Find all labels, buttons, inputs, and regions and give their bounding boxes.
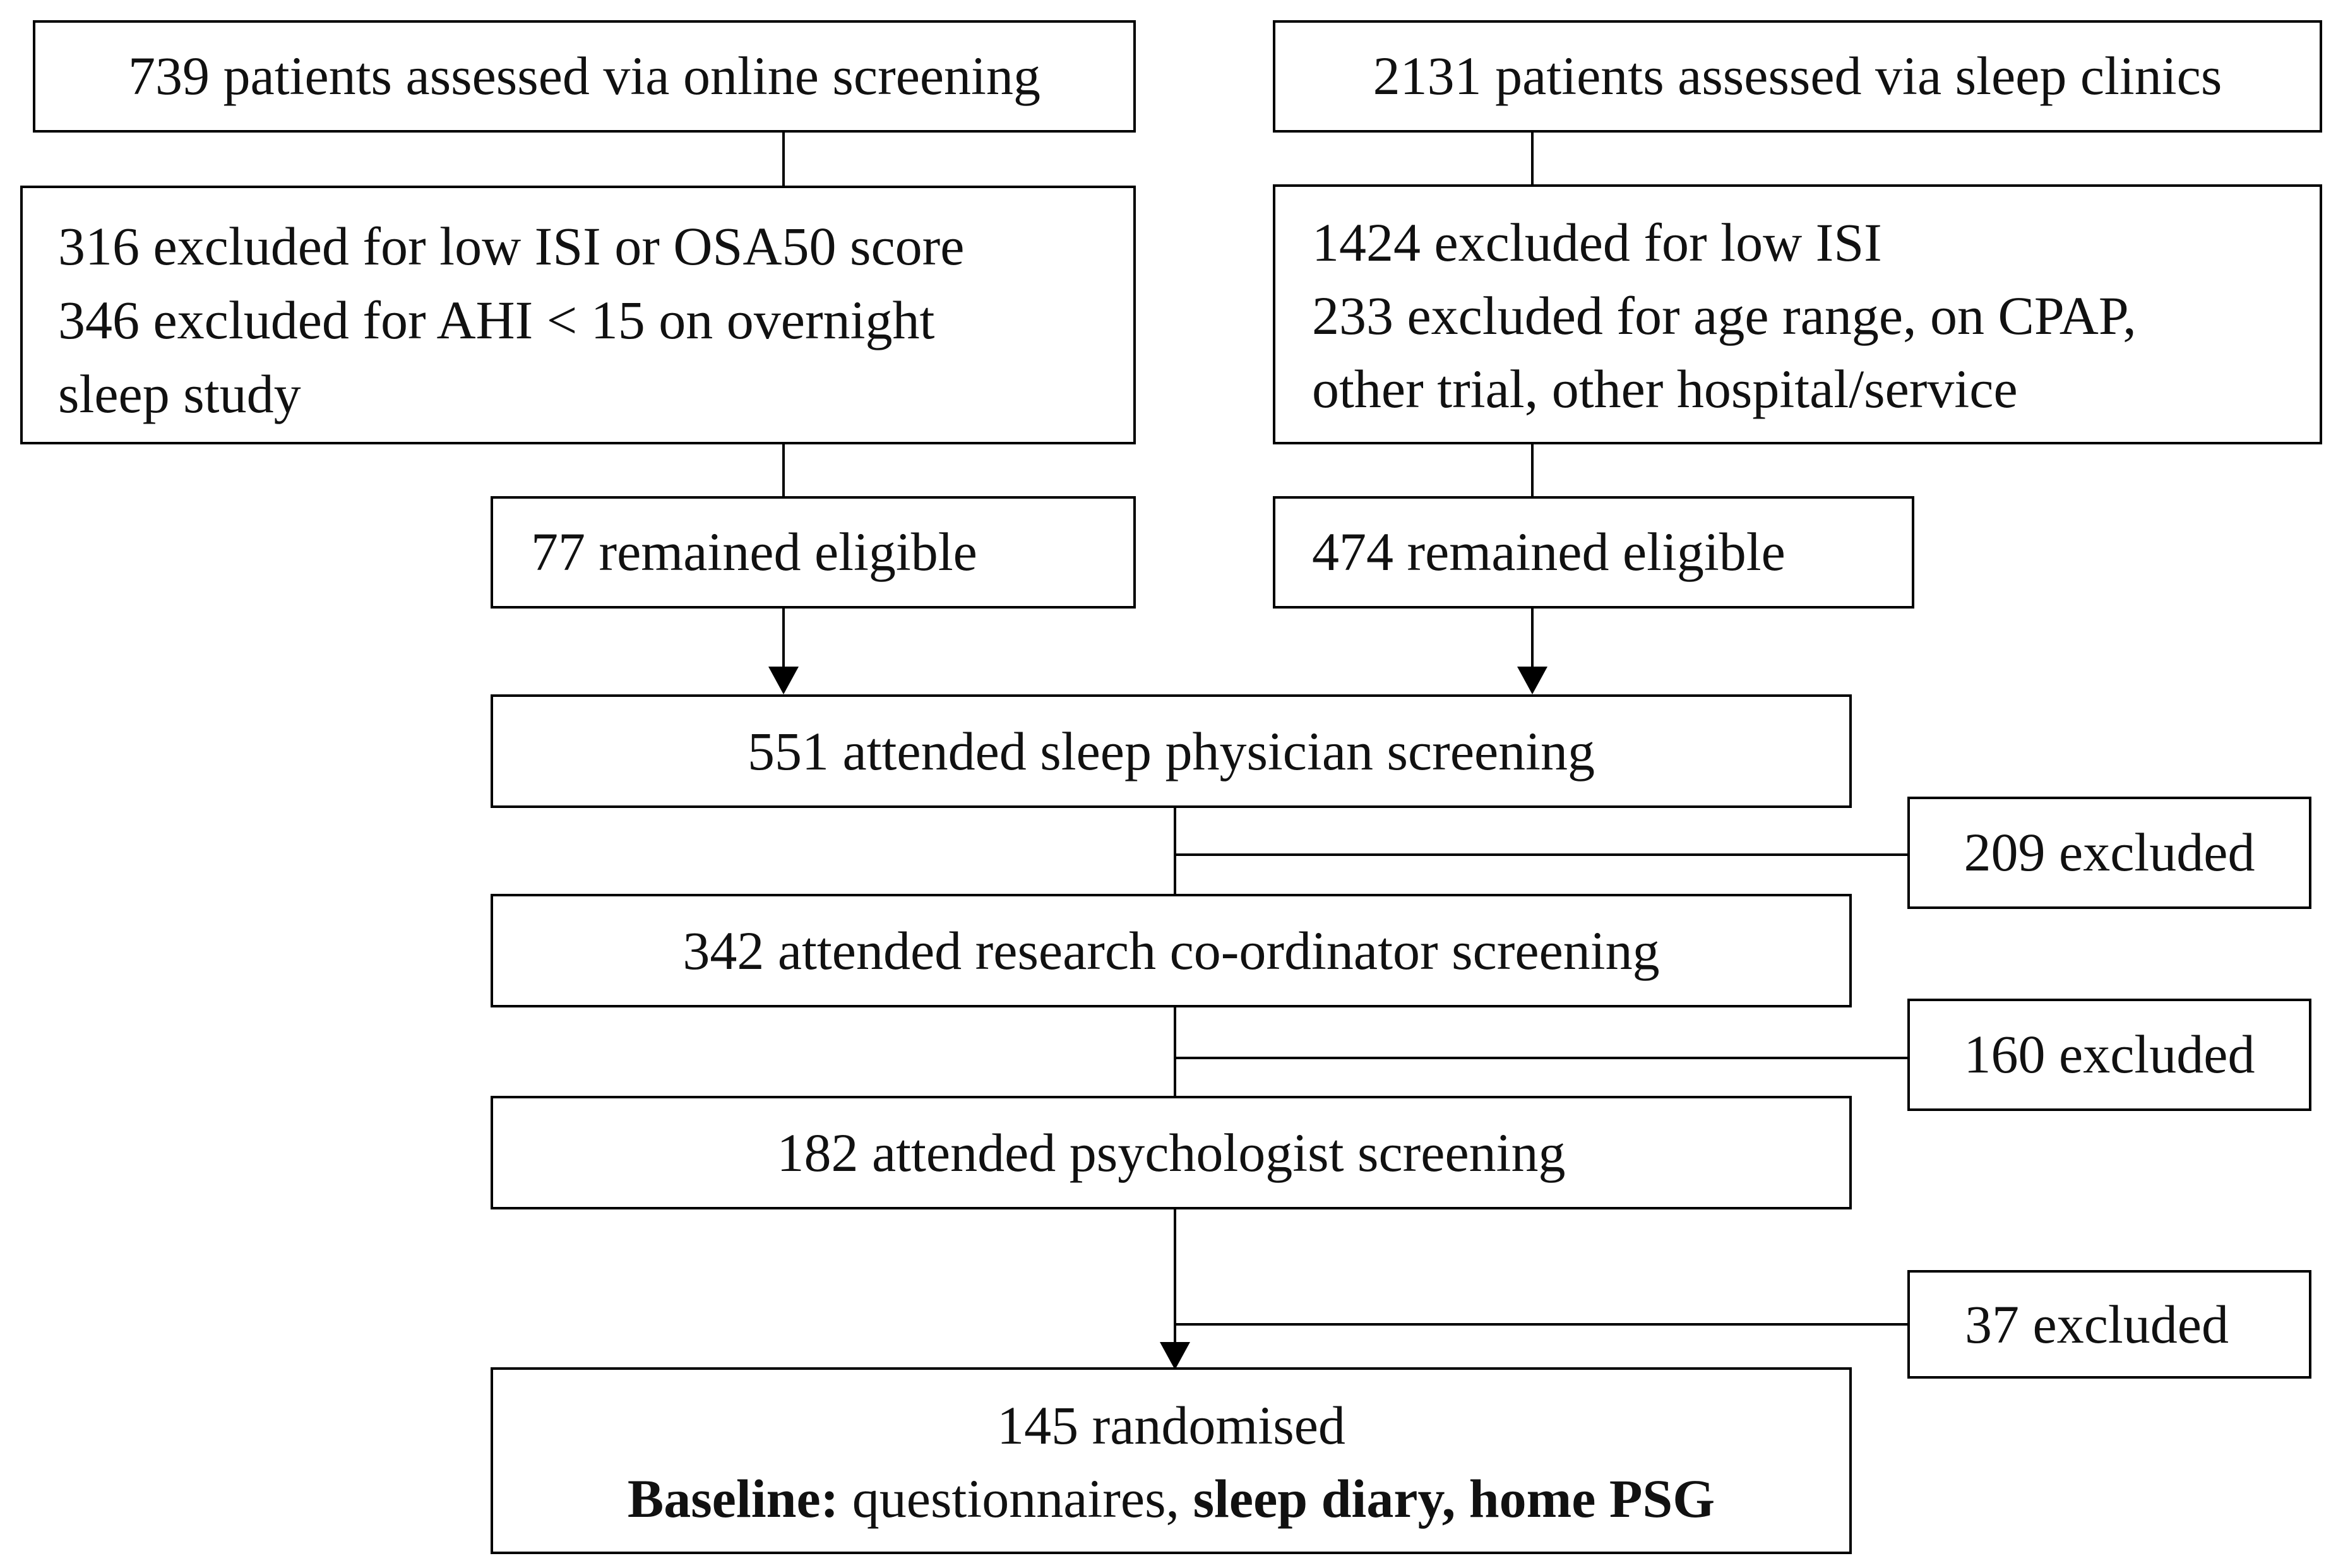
box-text: 316 excluded for low ISI or OSA50 score (58, 216, 965, 276)
coordinator-screening-box: 342 attended research co-ordinator scree… (491, 894, 1852, 1007)
box-text: 2131 patients assessed via sleep clinics (1373, 45, 2222, 106)
box-text: 77 remained eligible (531, 521, 977, 582)
connector (1531, 443, 1534, 497)
box-text: other trial, other hospital/service (1312, 359, 2018, 419)
clinic-exclusions-box: 1424 excluded for low ISI 233 excluded f… (1273, 184, 2322, 444)
psychologist-screening-box: 182 attended psychologist screening (491, 1096, 1852, 1209)
box-text: sleep study (58, 364, 301, 424)
connector (782, 607, 785, 677)
box-text: 551 attended sleep physician screening (747, 721, 1595, 781)
excluded-box: 209 excluded (1907, 797, 2311, 909)
connector (1174, 807, 1176, 896)
connector (1174, 1323, 1910, 1326)
box-text: 474 remained eligible (1312, 521, 1786, 582)
arrow-down-icon (1160, 1342, 1190, 1370)
clinic-eligible-box: 474 remained eligible (1273, 496, 1914, 609)
box-text: 346 excluded for AHI < 15 on overnight (58, 290, 935, 350)
connector (782, 443, 785, 497)
connector (1174, 1057, 1910, 1059)
box-text: sleep diary, home PSG (1193, 1468, 1715, 1529)
baseline-label: Baseline: (627, 1468, 839, 1529)
box-text: 145 randomised (997, 1395, 1345, 1456)
baseline-line: Baseline: questionnaires, sleep diary, h… (493, 1462, 1849, 1536)
connector (1174, 853, 1910, 856)
box-text: 739 patients assessed via online screeni… (128, 45, 1040, 106)
box-text: 37 excluded (1965, 1294, 2229, 1355)
box-text: 342 attended research co-ordinator scree… (683, 920, 1660, 981)
box-text: questionnaires, (838, 1468, 1193, 1529)
arrow-down-icon (1517, 667, 1547, 694)
connector (1174, 1006, 1176, 1098)
arrow-down-icon (768, 667, 799, 694)
online-exclusions-box: 316 excluded for low ISI or OSA50 score … (20, 186, 1136, 444)
box-text: 209 excluded (1964, 822, 2255, 882)
connector (1531, 130, 1534, 187)
randomised-box: 145 randomised Baseline: questionnaires,… (491, 1367, 1852, 1554)
box-text: 1424 excluded for low ISI (1312, 212, 1882, 273)
connector (782, 130, 785, 188)
physician-screening-box: 551 attended sleep physician screening (491, 694, 1852, 808)
box-text: 182 attended psychologist screening (777, 1122, 1566, 1183)
sleep-clinics-box: 2131 patients assessed via sleep clinics (1273, 20, 2322, 133)
box-text: 160 excluded (1964, 1024, 2255, 1084)
excluded-box: 160 excluded (1907, 999, 2311, 1111)
online-screening-box: 739 patients assessed via online screeni… (33, 20, 1136, 133)
online-eligible-box: 77 remained eligible (491, 496, 1136, 609)
connector (1531, 607, 1534, 677)
connector (1174, 1208, 1176, 1353)
excluded-box: 37 excluded (1907, 1270, 2311, 1379)
box-text: 233 excluded for age range, on CPAP, (1312, 285, 2137, 346)
